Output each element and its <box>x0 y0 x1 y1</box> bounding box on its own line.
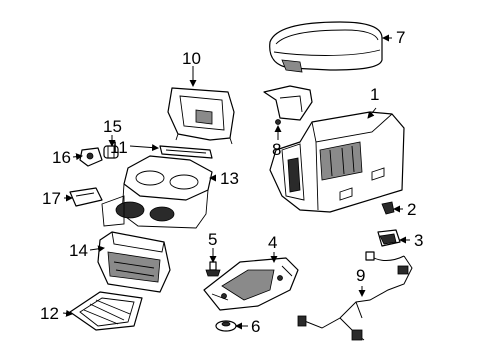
callout-14: 14 <box>69 241 88 260</box>
callout-4: 4 <box>268 233 278 252</box>
callout-13: 13 <box>220 169 239 188</box>
leader-lines <box>62 34 410 330</box>
module <box>69 187 103 207</box>
cupholder-bezel <box>101 155 213 229</box>
callout-17: 17 <box>42 189 61 208</box>
trim-strip <box>159 145 213 159</box>
bracket <box>263 85 313 125</box>
callout-5: 5 <box>208 230 218 249</box>
callout-9: 9 <box>356 266 366 285</box>
grommet <box>215 320 237 332</box>
callout-10: 10 <box>182 49 201 68</box>
tray-mat <box>69 291 143 331</box>
callout-11: 11 <box>110 138 128 157</box>
connector <box>377 229 401 247</box>
clip <box>381 201 395 215</box>
callout-15: 15 <box>103 117 122 136</box>
base-bracket <box>203 257 299 311</box>
storage-bin <box>97 231 171 293</box>
callout-2: 2 <box>407 200 417 219</box>
wiring-harness <box>297 251 413 341</box>
callout-16: 16 <box>52 148 71 167</box>
switch <box>79 147 103 167</box>
console-body <box>269 111 405 213</box>
callout-8: 8 <box>272 140 282 159</box>
callout-6: 6 <box>251 317 261 336</box>
rear-trim-panel <box>167 87 235 145</box>
callout-3: 3 <box>414 231 424 250</box>
callout-1: 1 <box>370 85 380 104</box>
callout-12: 12 <box>40 304 59 323</box>
armrest-lid <box>269 21 383 73</box>
bolt <box>205 261 221 277</box>
callout-7: 7 <box>396 28 406 47</box>
